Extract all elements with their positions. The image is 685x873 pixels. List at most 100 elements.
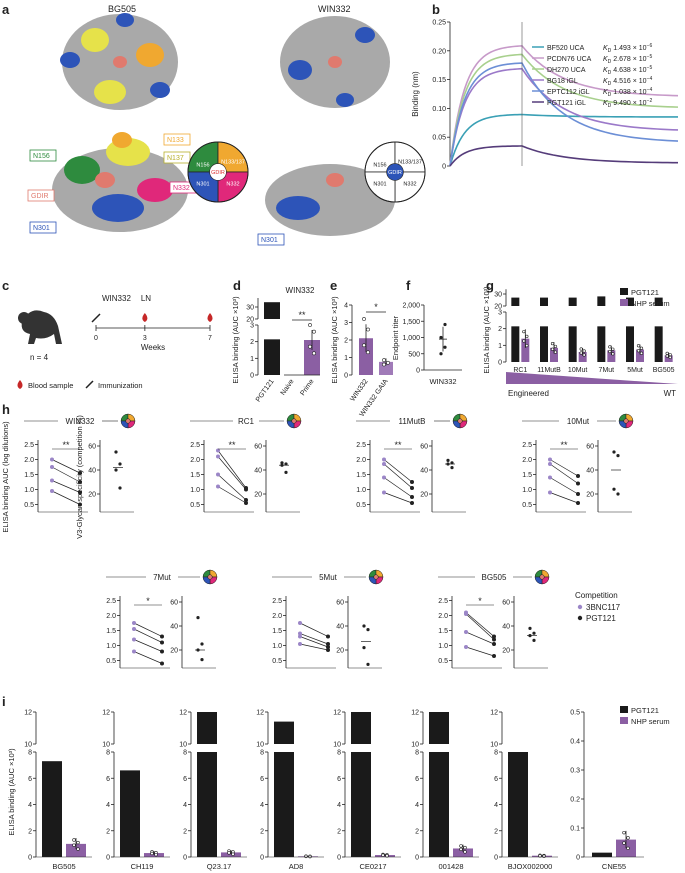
panel-b-letter: b (432, 2, 440, 17)
panel-e-xtick-label: WIN332 (349, 378, 369, 403)
panel-h-tick-label: 1.0 (190, 487, 200, 494)
panel-f-tick-label: 1,000 (402, 335, 420, 342)
panel-h-pair-line (217, 486, 247, 504)
panel-d-xtick-label: Naive (280, 378, 296, 397)
timeline-immunogen: WIN332 (102, 294, 131, 303)
panel-h-tick-label: 60 (254, 444, 262, 451)
panel-i-tick-label: 12 (411, 710, 419, 717)
point-h-3bnc117 (464, 645, 468, 649)
point-h-spec (450, 466, 454, 470)
point-h-spec (366, 662, 370, 667)
panel-h-tick-label: 1.0 (438, 643, 448, 650)
label-n137-box (163, 151, 191, 164)
legend-g-swatch (620, 299, 628, 306)
point-h-spec (362, 646, 366, 650)
panel-h-tick-label: 0.5 (24, 502, 34, 509)
panel-h-tick-label: 0.5 (438, 658, 448, 665)
label-n156: N156 (33, 153, 50, 160)
panel-d-tick-label: 3 (250, 323, 254, 330)
legend-b-kd: KD 2.678 × 10−5 (603, 54, 652, 65)
panel-h-tick-label: 0.5 (356, 502, 366, 509)
legend-i-label: PGT121 (631, 706, 659, 715)
point-e (382, 362, 386, 367)
point-g (639, 351, 644, 355)
panel-i-tick-label: 10 (490, 742, 498, 749)
point-h-pgt121 (576, 492, 580, 496)
legend-blood-label: Blood sample (28, 381, 73, 390)
panel-i-tick-label: 12 (24, 710, 32, 717)
legend-h-3bnc117: 3BNC117 (586, 603, 621, 612)
point-g (611, 347, 615, 351)
bar-g-pgt121-upper (654, 297, 663, 306)
win332-top-gdir (328, 56, 342, 68)
panel-h-sig: ** (560, 440, 568, 450)
panel-h-tick-label: 1.0 (106, 643, 116, 650)
panel-h-tick-label: 2.5 (522, 442, 532, 449)
point-g (525, 334, 529, 338)
panel-e-sig: * (374, 302, 378, 312)
panel-h-tick-label: 20 (170, 648, 178, 655)
panel-i-tick-label: 4 (183, 802, 187, 809)
point-g (639, 346, 644, 350)
panel-h-wheel-center (457, 418, 463, 424)
panel-g-letter: g (486, 278, 494, 293)
panel-h-tick-label: 1.0 (356, 487, 366, 494)
panel-i-tick-label: 6 (106, 776, 110, 783)
legend-syringe-icon (85, 380, 94, 389)
panel-h-pair-line (383, 492, 413, 504)
legend-g-label: NHP serum (631, 299, 670, 308)
panel-g-xtick-label: RC1 (513, 367, 527, 374)
panel-i-tick-label: 10 (333, 742, 341, 749)
panel-h-pair-line (51, 490, 81, 505)
point-h-spec (362, 624, 366, 628)
win332-side-n301 (276, 196, 320, 220)
point-h-pgt121 (160, 649, 164, 654)
bar-g-pgt121 (597, 326, 606, 362)
panel-h-tick-label: 2.0 (522, 457, 532, 464)
bg505-top-glycan (136, 43, 164, 67)
label-n301: N301 (33, 225, 50, 232)
point-h-pgt121 (410, 480, 414, 484)
wheel-bg505-label: N133/137 (221, 160, 245, 166)
bg505-side-n301 (92, 194, 144, 222)
panel-h-sig: ** (62, 440, 70, 450)
legend-b-name: BG18 iGL (547, 78, 578, 85)
panel-e-tick-label: 1 (344, 355, 348, 362)
point-g (579, 347, 583, 351)
panel-e-tick-label: 0 (344, 373, 348, 380)
panel-i-tick-label: 10 (179, 742, 187, 749)
point-f (439, 352, 443, 356)
panel-h-pair-line (549, 492, 579, 504)
panel-h-tick-label: 20 (254, 492, 262, 499)
panel-h-tick-label: 40 (170, 624, 178, 631)
point-h-pgt121 (78, 490, 82, 495)
panel-i-xtick-label: CE0217 (359, 862, 386, 871)
panel-h-title: 11MutB (399, 417, 426, 426)
panel-h-pair-line (133, 639, 163, 652)
panel-h-pair-line (51, 459, 81, 474)
point-h-3bnc117 (548, 490, 552, 495)
panel-i-tick-label: 8 (106, 750, 110, 757)
point-e (362, 317, 366, 321)
monkey-icon (21, 310, 62, 344)
legend-b-kd: KD 1.038 × 10−4 (603, 87, 652, 98)
bg505-side-n133 (112, 132, 132, 148)
point-h-pgt121 (244, 501, 248, 505)
wheel-win332-center (386, 163, 404, 181)
point-g (636, 349, 641, 353)
point-h-pgt121 (244, 487, 248, 492)
bar-i-pgt121 (42, 761, 62, 857)
point-h-3bnc117 (298, 631, 302, 636)
win332-top-glycan (355, 27, 375, 43)
bar-g-pgt121 (654, 326, 663, 362)
panel-h-pair-line (51, 466, 81, 483)
panel-i-tick-label: 4 (337, 802, 341, 809)
panel-h-title: 7Mut (153, 573, 172, 582)
bar-g-pgt121 (568, 326, 577, 362)
panel-i-tick-label: 6 (494, 776, 498, 783)
panel-h-tick-label: 2.5 (106, 598, 116, 605)
bar-g-serum (607, 350, 616, 362)
point-i (459, 844, 463, 848)
panel-g-ylabel: ELISA binding (AUC ×10³) (482, 286, 491, 374)
point-h-pgt121 (410, 501, 414, 505)
